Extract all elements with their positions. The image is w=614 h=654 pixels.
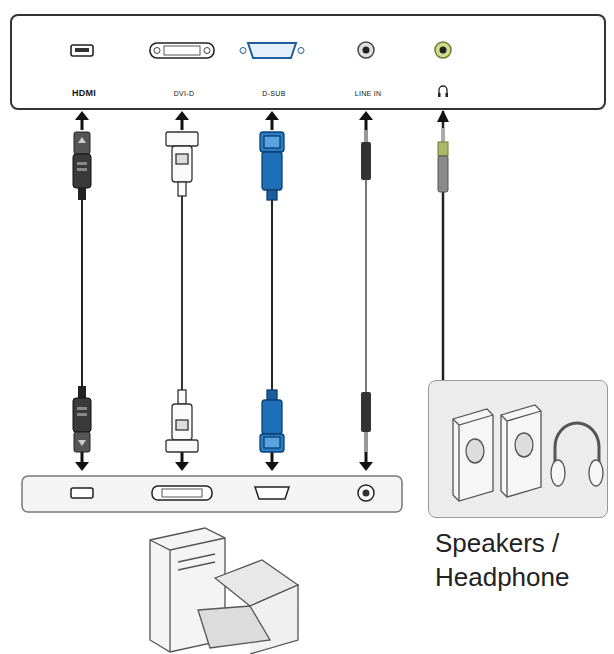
monitor-icons: [10, 14, 606, 110]
up-arrows: [75, 111, 373, 130]
vga-plug: [260, 132, 284, 452]
port-label: LINE IN: [355, 90, 382, 97]
computer-illustration: [150, 528, 298, 654]
audio-jack: [361, 130, 371, 452]
hdmi-plug: [73, 132, 91, 452]
computer-port-panel: [22, 476, 402, 512]
monitor-port-panel: HDMI DVI-D D-SUB LINE IN: [10, 14, 606, 110]
headphone-plug: [438, 128, 448, 192]
down-arrows: [75, 452, 373, 471]
port-label: D-SUB: [262, 90, 285, 97]
port-label: DVI-D: [174, 90, 195, 97]
port-label: HDMI: [72, 88, 96, 98]
dvi-plug: [166, 132, 198, 452]
speakers-icons: [427, 379, 607, 517]
device-label: Speakers / Headphone: [435, 527, 607, 595]
speaker-headphone-box: Speakers / Headphone: [428, 380, 608, 518]
